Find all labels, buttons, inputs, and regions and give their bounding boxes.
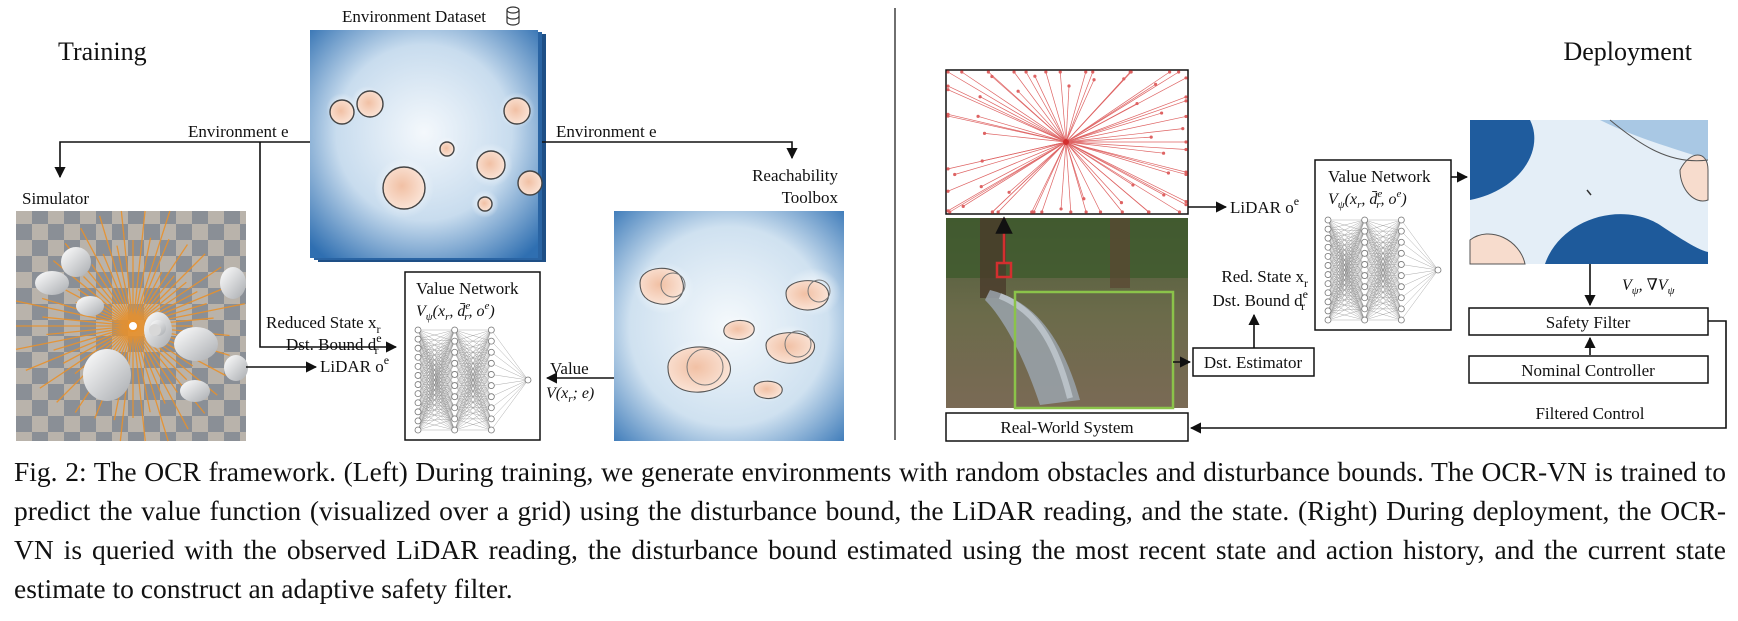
nominal-controller-box [1468, 355, 1709, 384]
deployment-title: Deployment [1563, 37, 1692, 66]
robot-marker [127, 320, 139, 332]
value-network-title: Value Network [416, 279, 519, 298]
dataset-label: Environment Dataset [342, 7, 486, 26]
env-right-label: Environment e [556, 122, 657, 141]
env-to-simulator-arrow [54, 141, 310, 179]
simulator-render [15, 210, 248, 442]
env-to-toolbox-arrow [542, 141, 798, 160]
filtered-control-label: Filtered Control [1535, 404, 1644, 423]
value-formula: V(xr; e) [546, 385, 594, 405]
gradient-label: Vψ, ∇Vψ [1622, 277, 1675, 297]
ocr-framework-figure: Training Environment Dataset [15, 6, 1727, 442]
deployment-panel: Deployment Real-World System LiDAR oe [945, 37, 1727, 442]
safety-filter-label: Safety Filter [1546, 313, 1631, 332]
deploy-value-map [1469, 119, 1709, 265]
deploy-lidar-label: LiDAR oe [1230, 194, 1299, 217]
filtered-control-arrow [1189, 320, 1727, 434]
simulator-label: Simulator [22, 189, 89, 208]
deploy-value-network-title: Value Network [1328, 167, 1431, 186]
figure-caption: Fig. 2: The OCR framework. (Left) During… [14, 452, 1726, 608]
toolbox-line2: Toolbox [782, 188, 839, 207]
training-title: Training [58, 37, 147, 66]
database-icon [506, 6, 520, 26]
dst-estimator-label: Dst. Estimator [1204, 353, 1303, 372]
real-world-system-box [945, 412, 1189, 442]
lidar-label: LiDAR oe [320, 353, 389, 376]
deploy-neural-network-diagram [1324, 216, 1442, 324]
env-left-label: Environment e [188, 122, 289, 141]
caption-text: Fig. 2: The OCR framework. (Left) During… [14, 456, 1726, 604]
nominal-controller-label: Nominal Controller [1521, 361, 1655, 380]
toolbox-line1: Reachability [752, 166, 838, 185]
value-label: Value [550, 359, 589, 378]
inputs-bracket-arrow [259, 142, 398, 353]
environment-value-map [310, 30, 538, 258]
real-world-system-label: Real-World System [1000, 418, 1133, 437]
neural-network-diagram [414, 326, 532, 434]
dst-estimator-box [1192, 347, 1315, 377]
safety-filter-box [1468, 307, 1709, 336]
real-world-photo [946, 216, 1188, 410]
reduced-state-label: Reduced State xr [266, 313, 380, 336]
environment-dataset: Environment Dataset [310, 6, 546, 262]
red-state-label: Red. State xr [1221, 267, 1308, 290]
lidar-scan-plot [945, 69, 1189, 215]
disturbance-region-box [1013, 290, 1175, 410]
training-panel: Training Environment Dataset [15, 6, 844, 442]
reachability-value-map [614, 211, 844, 441]
